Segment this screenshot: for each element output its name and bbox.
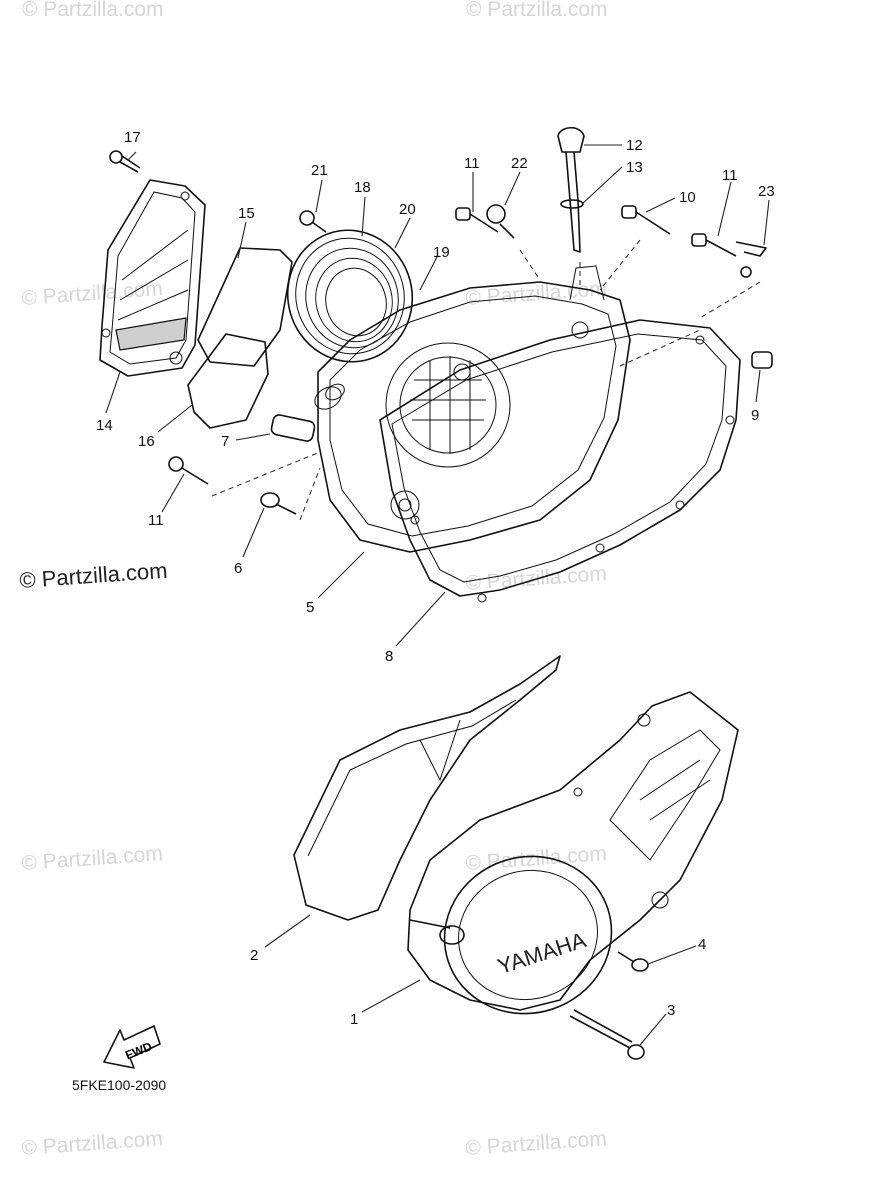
- part-7-grommet: [270, 414, 316, 442]
- assembly-line: [299, 467, 321, 521]
- part-11-bolt: [691, 233, 737, 257]
- part-18-20-rings: [286, 229, 414, 363]
- watermark: © Partzilla.com: [465, 1127, 608, 1160]
- part-22-clip: [486, 204, 515, 239]
- part-13-oring: [560, 199, 584, 209]
- callout-12: 12: [626, 137, 643, 154]
- watermark: © Partzilla.com: [21, 842, 164, 875]
- callout-13: 13: [626, 159, 643, 176]
- part-15-gasket: [197, 247, 293, 367]
- callout-17: 17: [124, 129, 141, 146]
- callout-16: 16: [138, 433, 155, 450]
- callout-9: 9: [751, 407, 759, 424]
- assembly-line: [211, 451, 321, 497]
- part-3-bolt: [569, 1009, 645, 1060]
- watermark: © Partzilla.com: [22, 0, 164, 21]
- callout-14: 14: [96, 417, 113, 434]
- callout-11: 11: [464, 155, 480, 172]
- assembly-line: [699, 281, 761, 319]
- callout-20: 20: [399, 201, 416, 218]
- callout-11: 11: [722, 167, 738, 184]
- part-12-dipstick: [557, 126, 585, 253]
- part-23-bracket: [735, 241, 767, 278]
- part-11-bolt: [168, 456, 209, 485]
- part-6-plug: [260, 492, 297, 515]
- part-2-gasket: [293, 655, 561, 921]
- watermark: © Partzilla.com: [21, 1127, 164, 1160]
- callout-19: 19: [433, 244, 450, 261]
- callout-21: 21: [311, 162, 328, 179]
- partzilla-brand: © Partzilla.com: [19, 558, 169, 593]
- part-11-bolt: [455, 207, 499, 233]
- assembly-line: [599, 239, 641, 291]
- callout-7: 7: [221, 433, 229, 450]
- callout-15: 15: [238, 205, 255, 222]
- callout-8: 8: [385, 648, 393, 665]
- fwd-arrow-icon: FWD: [103, 1025, 161, 1069]
- part-5-crankcase-cover: [314, 265, 631, 553]
- callout-18: 18: [354, 179, 371, 196]
- assembly-line: [519, 249, 541, 281]
- callout-22: 22: [511, 155, 528, 172]
- leader-lines: [105, 144, 770, 1046]
- callout-3: 3: [667, 1002, 675, 1019]
- fwd-label: FWD: [123, 1039, 154, 1062]
- watermark: © Partzilla.com: [466, 0, 608, 21]
- callout-5: 5: [306, 599, 314, 616]
- callout-23: 23: [758, 183, 775, 200]
- part-14-cover: [99, 179, 206, 377]
- part-17-bolt: [109, 150, 141, 173]
- part-16-plate: [187, 333, 269, 429]
- diagram-code: 5FKE100-2090: [72, 1077, 166, 1093]
- assembly-line: [619, 329, 701, 367]
- callout-labels: 17 15 21 18 20 19 11 22 12 13 10 11 23 9…: [96, 129, 775, 1028]
- part-21-bolt: [299, 210, 327, 233]
- callout-4: 4: [698, 936, 706, 953]
- callout-1: 1: [350, 1011, 358, 1028]
- part-9-dowel: [751, 351, 773, 369]
- callout-2: 2: [250, 947, 258, 964]
- watermark: © Partzilla.com: [21, 277, 164, 310]
- yamaha-logo: YAMAHA: [494, 927, 589, 979]
- part-8-gasket: [379, 319, 741, 603]
- callout-6: 6: [234, 560, 242, 577]
- part-10-bolt: [621, 205, 671, 235]
- part-4-screw: [617, 951, 649, 972]
- callout-10: 10: [679, 189, 696, 206]
- callout-11: 11: [148, 512, 164, 529]
